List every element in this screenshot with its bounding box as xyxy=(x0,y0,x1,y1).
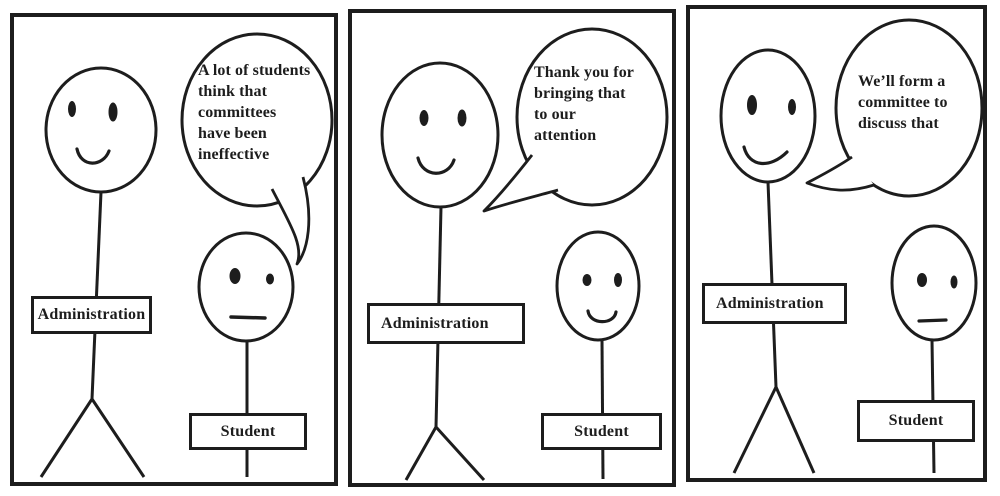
student-left-eye xyxy=(917,273,927,287)
admin-figure-head xyxy=(380,61,500,209)
student-figure-head xyxy=(890,224,978,342)
admin-smile-mouth xyxy=(742,145,789,166)
student-figure-head xyxy=(197,231,295,343)
speech-bubble-tail xyxy=(270,176,311,266)
admin-left-leg xyxy=(39,398,94,478)
student-label: Student xyxy=(220,422,276,440)
admin-right-leg xyxy=(90,398,146,478)
administration-label-box: Administration xyxy=(367,303,525,344)
bubble-line: A lot of students xyxy=(198,62,311,79)
administration-label-box: Administration xyxy=(31,296,152,334)
admin-left-eye xyxy=(747,95,757,115)
panel-1-drawing xyxy=(39,32,334,478)
speech-bubble xyxy=(834,18,983,198)
admin-right-eye xyxy=(457,109,467,127)
speech-bubble xyxy=(180,32,334,208)
student-label-box: Student xyxy=(857,400,975,442)
admin-right-leg xyxy=(434,425,486,482)
administration-label-box: Administration xyxy=(702,283,847,324)
bubble-line: attention xyxy=(534,127,597,144)
admin-right-eye xyxy=(788,99,796,115)
student-label-box: Student xyxy=(541,413,662,450)
student-body xyxy=(600,339,605,480)
speech-bubble-tail xyxy=(482,154,559,213)
admin-right-leg xyxy=(774,386,816,474)
student-right-eye xyxy=(950,275,958,289)
administration-label: Administration xyxy=(37,306,146,323)
bubble-line: bringing that xyxy=(534,85,626,102)
student-left-eye xyxy=(229,268,241,284)
speech-bubble xyxy=(515,27,669,207)
bubble-text: We’ll form a committee to discuss that xyxy=(858,71,948,134)
student-neutral-mouth xyxy=(917,318,948,323)
student-label: Student xyxy=(574,422,629,440)
comic-panel-1: A lot of students think that committees … xyxy=(10,13,338,486)
student-neutral-mouth xyxy=(229,315,267,320)
bubble-line: committee to xyxy=(858,94,948,111)
student-right-eye xyxy=(614,273,622,287)
panel-3-drawing xyxy=(719,18,983,474)
comic-panel-2: Thank you for bringing that to our atten… xyxy=(348,9,676,487)
student-right-eye xyxy=(266,273,274,285)
admin-smile-mouth xyxy=(416,156,456,175)
bubble-text: Thank you for bringing that to our atten… xyxy=(534,62,634,146)
comic-panel-3: We’ll form a committee to discuss that A… xyxy=(686,5,987,482)
student-label: Student xyxy=(888,412,944,429)
administration-label: Administration xyxy=(381,314,489,332)
speech-bubble-tail xyxy=(805,155,875,192)
bubble-line: ineffective xyxy=(198,146,270,163)
student-smile-mouth xyxy=(586,309,618,324)
bubble-line: discuss that xyxy=(858,115,939,132)
student-label-box: Student xyxy=(189,413,307,450)
admin-left-eye xyxy=(419,110,429,126)
administration-label: Administration xyxy=(716,294,824,312)
student-left-eye xyxy=(582,274,592,286)
bubble-line: to our xyxy=(534,106,576,123)
bubble-line: have been xyxy=(198,125,267,142)
admin-right-eye xyxy=(108,102,118,122)
bubble-line: committees xyxy=(198,104,277,121)
bubble-line: think that xyxy=(198,83,268,100)
admin-left-leg xyxy=(732,386,778,474)
admin-left-leg xyxy=(404,426,438,481)
bubble-line: We’ll form a xyxy=(858,73,946,90)
panel-2-drawing xyxy=(380,27,669,482)
student-figure-head xyxy=(555,230,641,342)
admin-left-eye xyxy=(68,101,76,117)
bubble-line: Thank you for xyxy=(534,64,634,81)
admin-smile-mouth xyxy=(75,147,111,165)
admin-body xyxy=(90,191,103,400)
admin-figure-head xyxy=(44,66,158,194)
bubble-text: A lot of students think that committees … xyxy=(198,60,310,165)
